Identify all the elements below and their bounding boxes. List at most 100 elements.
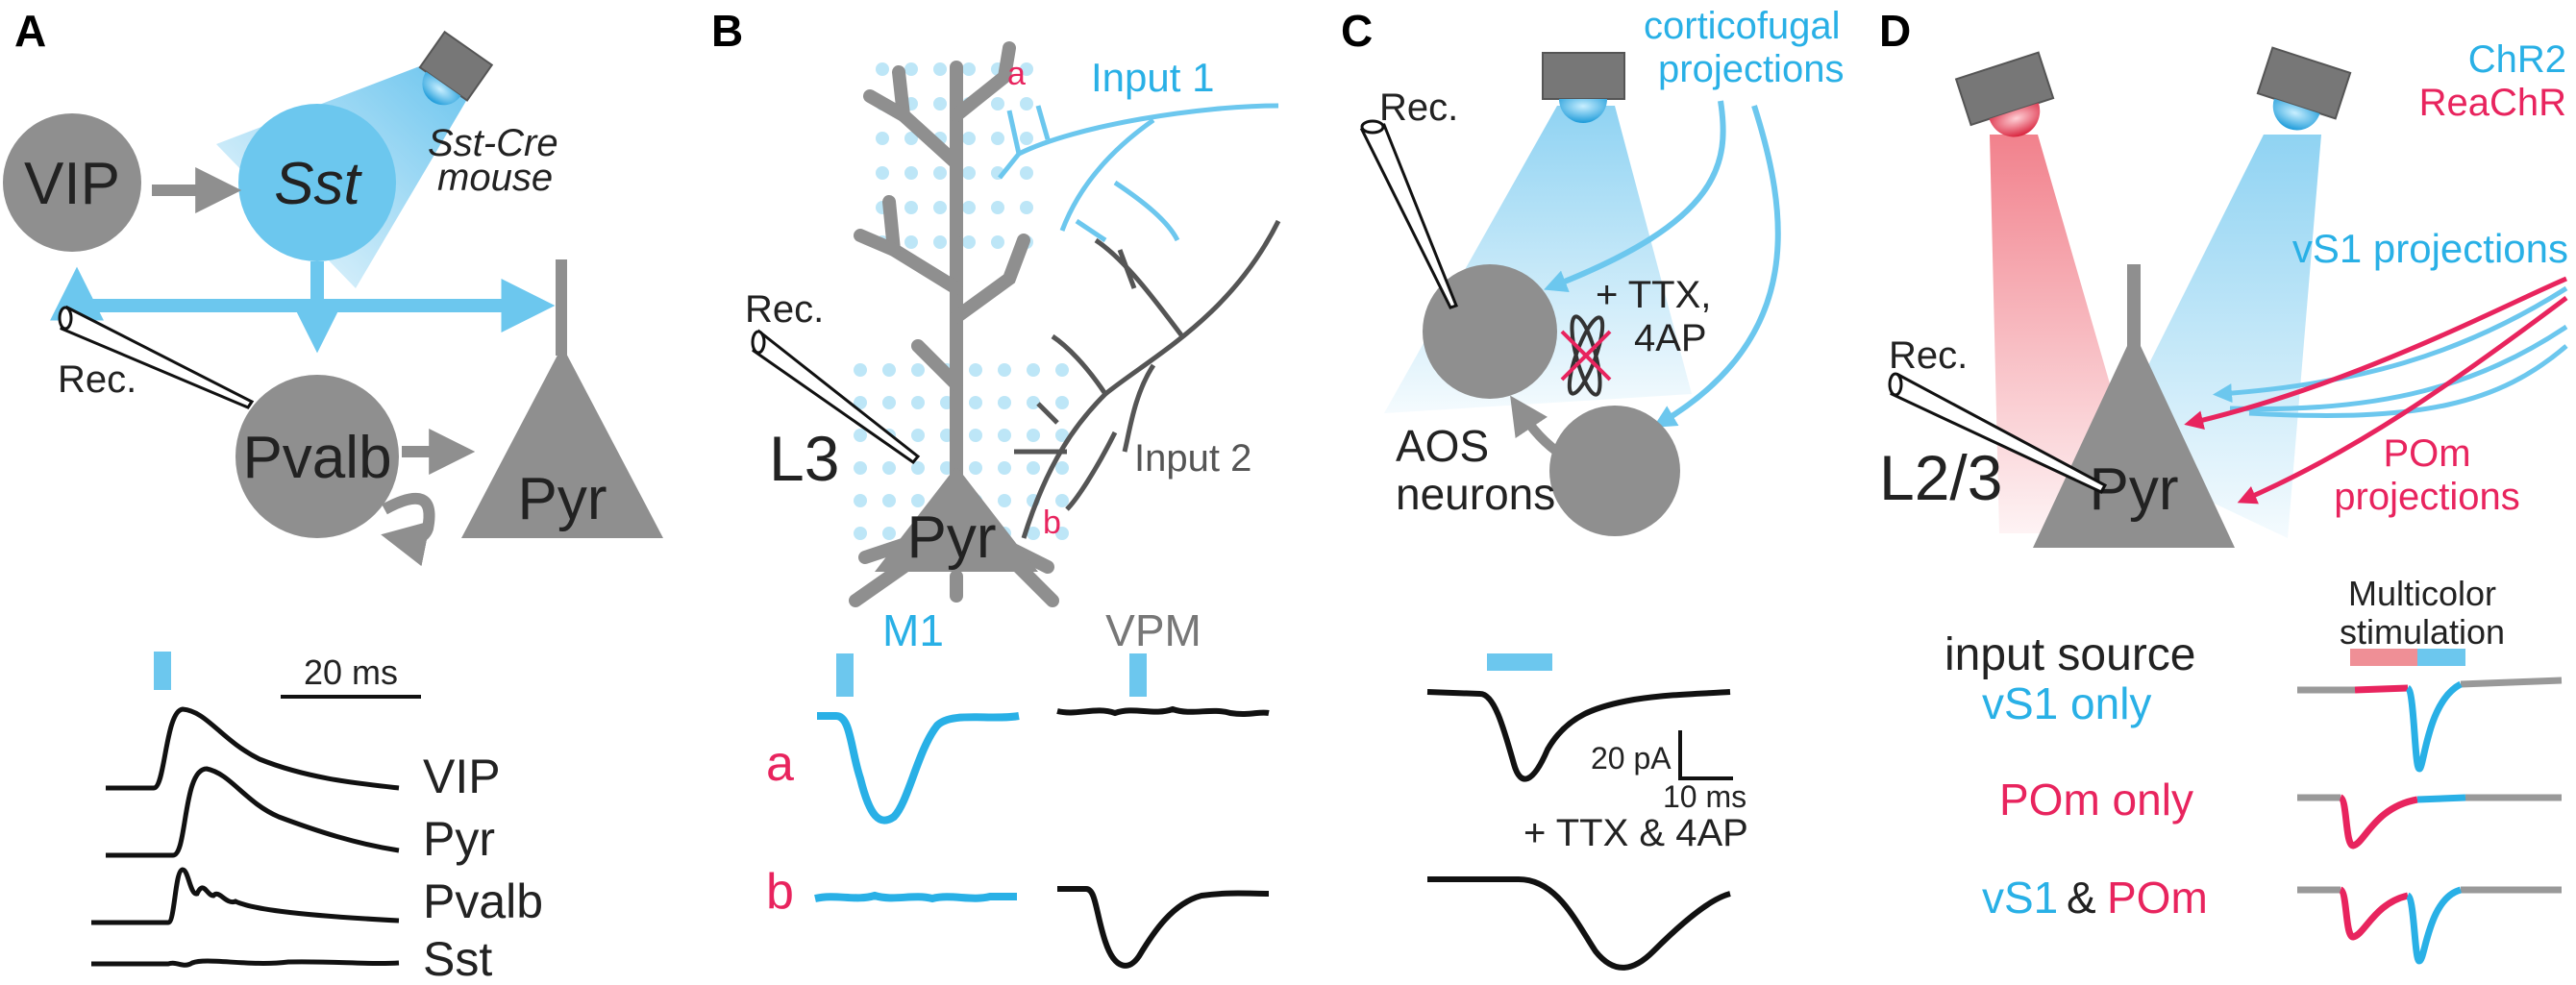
corticofugal-label-line2: projections [1658, 48, 1844, 90]
stimulation-dot [911, 396, 925, 409]
stimulation-dot [1027, 527, 1040, 540]
trace-pyr [106, 766, 400, 858]
aos-neuron-2 [1549, 406, 1680, 536]
stimulation-dot [904, 201, 918, 214]
stimulation-dot [998, 461, 1011, 475]
input-source-label: input source [1944, 629, 2196, 680]
stimulation-dot [962, 132, 976, 145]
vip-neuron [3, 113, 141, 252]
light-pulse-c [1487, 653, 1552, 671]
both-label-amp: & [2067, 873, 2096, 923]
stimulation-dot [904, 166, 918, 180]
layer-label-d: L2/3 [1879, 442, 2002, 513]
aos-connection-arrow [1510, 395, 1561, 456]
rec-label-a: Rec. [58, 358, 136, 401]
rec-pipette-c [1359, 123, 1458, 309]
opsin-label-chr2: ChR2 [2468, 38, 2566, 81]
stimulation-dot [1020, 132, 1033, 145]
pom-projections-label-line1: POm [2383, 432, 2470, 475]
pom-axon-1 [2184, 276, 2567, 430]
stimulation-dot [969, 429, 982, 442]
trace-d-pom-red [2338, 794, 2418, 850]
trace-d-both-red [2338, 886, 2409, 941]
stimulation-dot [911, 363, 925, 377]
time-scale-label-a: 20 ms [304, 653, 398, 692]
drug-label-line1: + TTX, [1596, 274, 1711, 316]
site-label-a: a [1007, 56, 1026, 92]
stimulation-dot [854, 494, 867, 507]
vs1-axon-2 [2229, 324, 2568, 411]
drug-label-line2: 4AP [1634, 317, 1707, 359]
stimulation-dot [1020, 201, 1033, 214]
stimulation-dot [969, 461, 982, 475]
panel-label-c: C [1341, 6, 1373, 56]
pyr-label-a: Pyr [518, 466, 607, 532]
mouse-label-line1: Sst-Cre [428, 122, 558, 164]
rec-label-b: Rec. [745, 288, 824, 331]
trace-d-vs1-red [2354, 684, 2409, 694]
stimulation-dot [876, 62, 889, 76]
sst-label: Sst [274, 151, 362, 217]
trace-label-vip: VIP [423, 750, 501, 803]
pyr-neuron-a [461, 346, 663, 538]
panel-c: corticofugal projections + TTX, 4AP Rec.… [1359, 5, 1844, 971]
pyr-label-b: Pyr [907, 505, 997, 571]
projection-arrow-1 [1544, 100, 1726, 292]
trace-d-vs1-gray [2297, 677, 2563, 694]
trace-pvalb [91, 867, 400, 925]
panel-label-d: D [1879, 6, 1911, 56]
scale-label-c-y: 20 pA [1591, 741, 1672, 776]
stimulation-dot [876, 166, 889, 180]
blocked-channel-icon [1560, 314, 1612, 397]
input2-label: Input 2 [1134, 437, 1251, 480]
panel-label-b: B [711, 6, 743, 56]
light-pulse-b-m1 [836, 653, 854, 697]
stimulation-dot [991, 132, 1004, 145]
stimulation-dot [904, 235, 918, 249]
aos-neuron-1 [1423, 264, 1557, 399]
pyr-dendrite-a [556, 259, 567, 356]
rec-label-d: Rec. [1889, 334, 1968, 377]
vip-label: VIP [24, 151, 120, 217]
stimulation-dot [962, 166, 976, 180]
stimulation-dot [882, 363, 896, 377]
row-label-a: a [766, 736, 794, 792]
light-pulse-a [154, 652, 171, 690]
light-pulse-d-blue [2417, 649, 2465, 666]
vs1-only-label: vS1 only [1982, 678, 2151, 728]
trace-vpm-b [1057, 886, 1270, 969]
scale-label-c-x: 10 ms [1663, 779, 1746, 814]
pyr-neuron-d [2033, 332, 2235, 548]
trace-m1-a [817, 712, 1020, 825]
projection-arrow-2 [1652, 105, 1781, 428]
trace-m1-b [814, 891, 1017, 903]
stimulation-dot [1027, 396, 1040, 409]
stimulation-dot [933, 97, 947, 111]
stimulation-dot [1055, 494, 1069, 507]
opsin-label-reachr: ReaChR [2419, 82, 2566, 124]
col-label-vpm: VPM [1105, 605, 1201, 655]
stimulation-dot [1027, 429, 1040, 442]
stimulation-dot [933, 62, 947, 76]
stimulation-dot [1055, 429, 1069, 442]
trace-label-sst: Sst [423, 932, 492, 985]
stimulation-dot [991, 97, 1004, 111]
multicolor-label-line2: stimulation [2340, 612, 2505, 652]
stimulation-dot [998, 429, 1011, 442]
stimulation-dot [854, 527, 867, 540]
trace-c-control [1426, 689, 1731, 782]
col-label-m1: M1 [882, 605, 944, 655]
light-pulse-d-red [2350, 649, 2417, 666]
stimulation-dot [991, 201, 1004, 214]
stimulation-dot [882, 494, 896, 507]
stimulation-dot [1055, 461, 1069, 475]
light-pulse-b-vpm [1129, 653, 1147, 697]
both-label-pom: POm [2107, 873, 2208, 923]
stimulation-dot [1055, 527, 1069, 540]
stimulation-dot [962, 201, 976, 214]
led-icon-blue-d [2256, 46, 2352, 131]
rec-pipette-b-tip [751, 330, 766, 355]
rec-pipette-a-tip [58, 306, 73, 331]
led-icon-a [418, 30, 494, 106]
site-label-b: b [1043, 505, 1061, 541]
